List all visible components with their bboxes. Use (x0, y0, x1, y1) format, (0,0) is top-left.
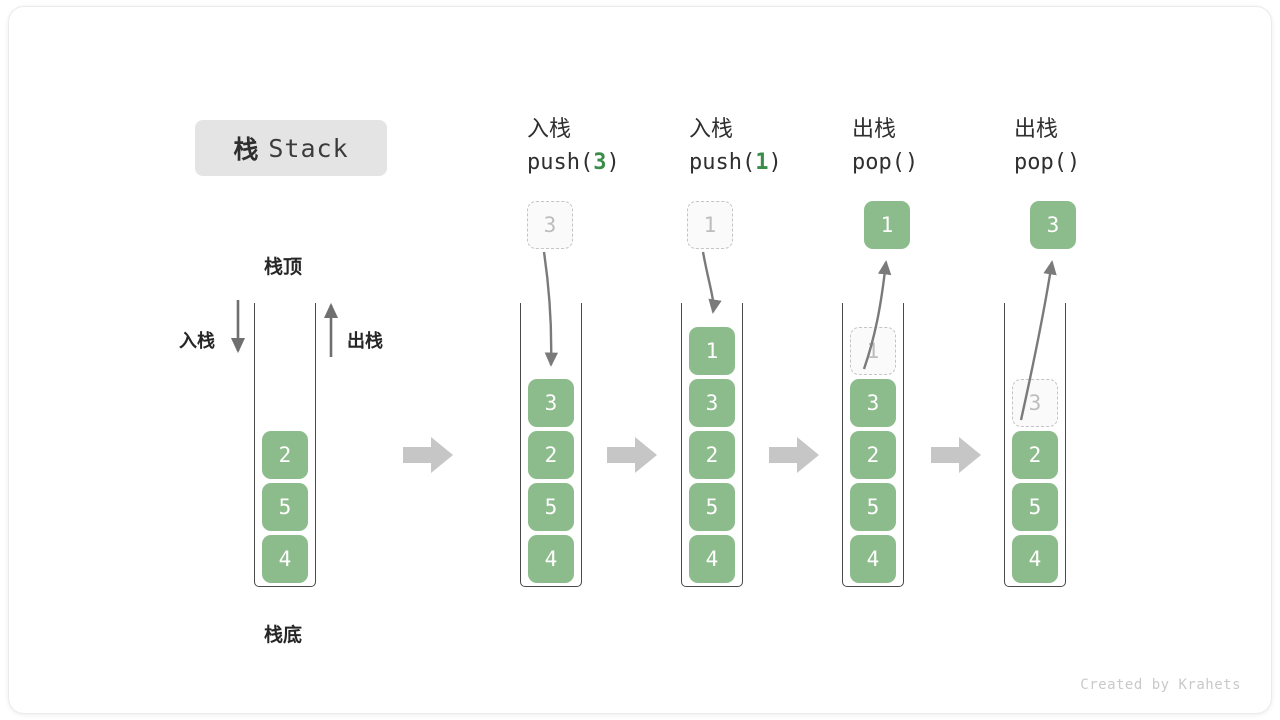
header-call: pop() (852, 146, 1032, 180)
stack-push-3: 3 2 5 4 (520, 303, 582, 587)
stack-cell: 2 (262, 431, 308, 479)
stack-cell-ghost: 1 (850, 327, 896, 375)
stack-cell: 2 (528, 431, 574, 479)
stack-initial: 2 5 4 (254, 303, 316, 587)
header-title: 出栈 (1014, 116, 1059, 141)
stack-cell: 5 (1012, 483, 1058, 531)
stack-push-1: 1 3 2 5 4 (681, 303, 743, 587)
title-en: Stack (268, 133, 349, 163)
call-arg: 3 (593, 150, 607, 175)
stack-bottom-label: 栈底 (264, 625, 303, 646)
popped-cell-1: 1 (864, 201, 910, 249)
stack-cells: 3 2 5 4 (1005, 379, 1065, 583)
step-arrow-2 (607, 437, 657, 473)
stack-cell: 1 (689, 327, 735, 375)
call-suffix: ) (1066, 150, 1081, 175)
incoming-cell-1: 1 (687, 201, 733, 249)
header-title: 出栈 (852, 116, 897, 141)
stack-cell: 5 (850, 483, 896, 531)
call-suffix: ) (768, 150, 782, 175)
column-header-push-1: 入栈 push(1) (689, 112, 869, 180)
stack-top-label: 栈顶 (264, 257, 303, 278)
stack-cell-ghost: 3 (1012, 379, 1058, 427)
stack-cell: 5 (689, 483, 735, 531)
call-prefix: push( (527, 150, 594, 175)
stack-cell: 3 (689, 379, 735, 427)
stack-cell: 4 (528, 535, 574, 583)
column-header-pop-1: 出栈 pop() (852, 112, 1032, 180)
step-arrow-1 (403, 437, 453, 473)
call-prefix: pop( (1014, 150, 1067, 175)
column-header-pop-3: 出栈 pop() (1014, 112, 1194, 180)
stack-cell: 4 (262, 535, 308, 583)
footer-credit: Created by Krahets (1080, 677, 1241, 693)
header-title: 入栈 (689, 116, 734, 141)
stack-cell: 5 (528, 483, 574, 531)
title-badge: 栈 Stack (195, 120, 387, 176)
stack-cells: 3 2 5 4 (521, 379, 581, 583)
step-arrow-4 (931, 437, 981, 473)
stack-cell: 2 (689, 431, 735, 479)
stack-cell: 3 (528, 379, 574, 427)
call-prefix: push( (689, 150, 756, 175)
title-cn: 栈 (233, 136, 259, 164)
stack-pop-1: 1 3 2 5 4 (842, 303, 904, 587)
stack-cell: 4 (1012, 535, 1058, 583)
stack-cell: 2 (1012, 431, 1058, 479)
stack-cell: 5 (262, 483, 308, 531)
pop-side-label: 出栈 (347, 331, 383, 351)
call-suffix: ) (606, 150, 620, 175)
header-call: push(1) (689, 146, 869, 180)
call-prefix: pop( (852, 150, 905, 175)
call-suffix: ) (904, 150, 919, 175)
header-title: 入栈 (527, 116, 572, 141)
push-side-label: 入栈 (179, 331, 215, 351)
incoming-cell-3: 3 (527, 201, 573, 249)
stack-cells: 1 3 2 5 4 (843, 327, 903, 583)
stack-cell: 2 (850, 431, 896, 479)
diagram-card: 栈 Stack 栈顶 栈底 入栈 出栈 入栈 push(3) 入栈 push(1… (8, 6, 1272, 714)
stack-cells: 2 5 4 (255, 431, 315, 583)
popped-cell-3: 3 (1030, 201, 1076, 249)
stack-cell: 3 (850, 379, 896, 427)
header-call: push(3) (527, 146, 707, 180)
step-arrow-3 (769, 437, 819, 473)
stack-pop-3: 3 2 5 4 (1004, 303, 1066, 587)
call-arg: 1 (755, 150, 769, 175)
stack-cells: 1 3 2 5 4 (682, 327, 742, 583)
stack-cell: 4 (689, 535, 735, 583)
header-call: pop() (1014, 146, 1194, 180)
stack-cell: 4 (850, 535, 896, 583)
column-header-push-3: 入栈 push(3) (527, 112, 707, 180)
